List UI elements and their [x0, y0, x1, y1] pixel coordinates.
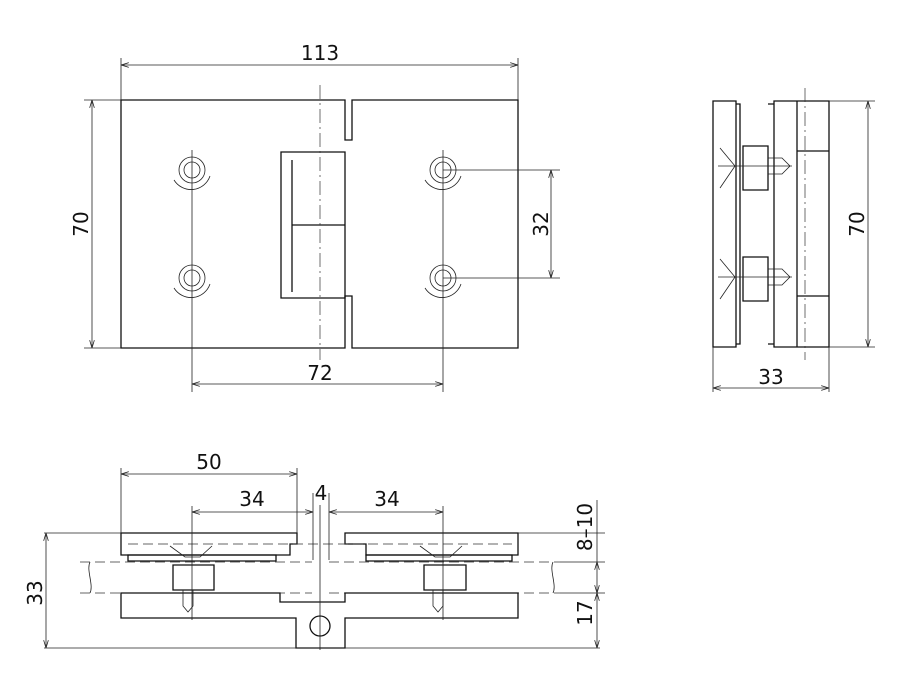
- front-view: 113 70 32 72: [69, 41, 560, 392]
- side-view: 70 33: [712, 88, 875, 392]
- dim-width-113: 113: [301, 41, 339, 65]
- dim-lower-17: 17: [573, 600, 597, 625]
- dim-plate-50: 50: [196, 450, 221, 474]
- dim-right-34: 34: [374, 487, 399, 511]
- bottom-view: 50 34 4 34 33 8–10 17: [23, 450, 605, 650]
- left-plate: [120, 99, 519, 349]
- dim-height-70: 70: [69, 211, 93, 236]
- hinge-barrel: [280, 151, 346, 299]
- dim-gap-4: 4: [315, 481, 328, 505]
- dim-hole-spacing-72: 72: [307, 361, 332, 385]
- dim-total-33: 33: [23, 580, 47, 605]
- dim-glass-8-10: 8–10: [573, 503, 597, 551]
- dim-hole-spacing-32: 32: [529, 211, 553, 236]
- dim-left-34: 34: [239, 487, 264, 511]
- dim-side-depth-33: 33: [758, 365, 783, 389]
- dim-side-height-70: 70: [845, 211, 869, 236]
- mounting-holes: [173, 150, 560, 392]
